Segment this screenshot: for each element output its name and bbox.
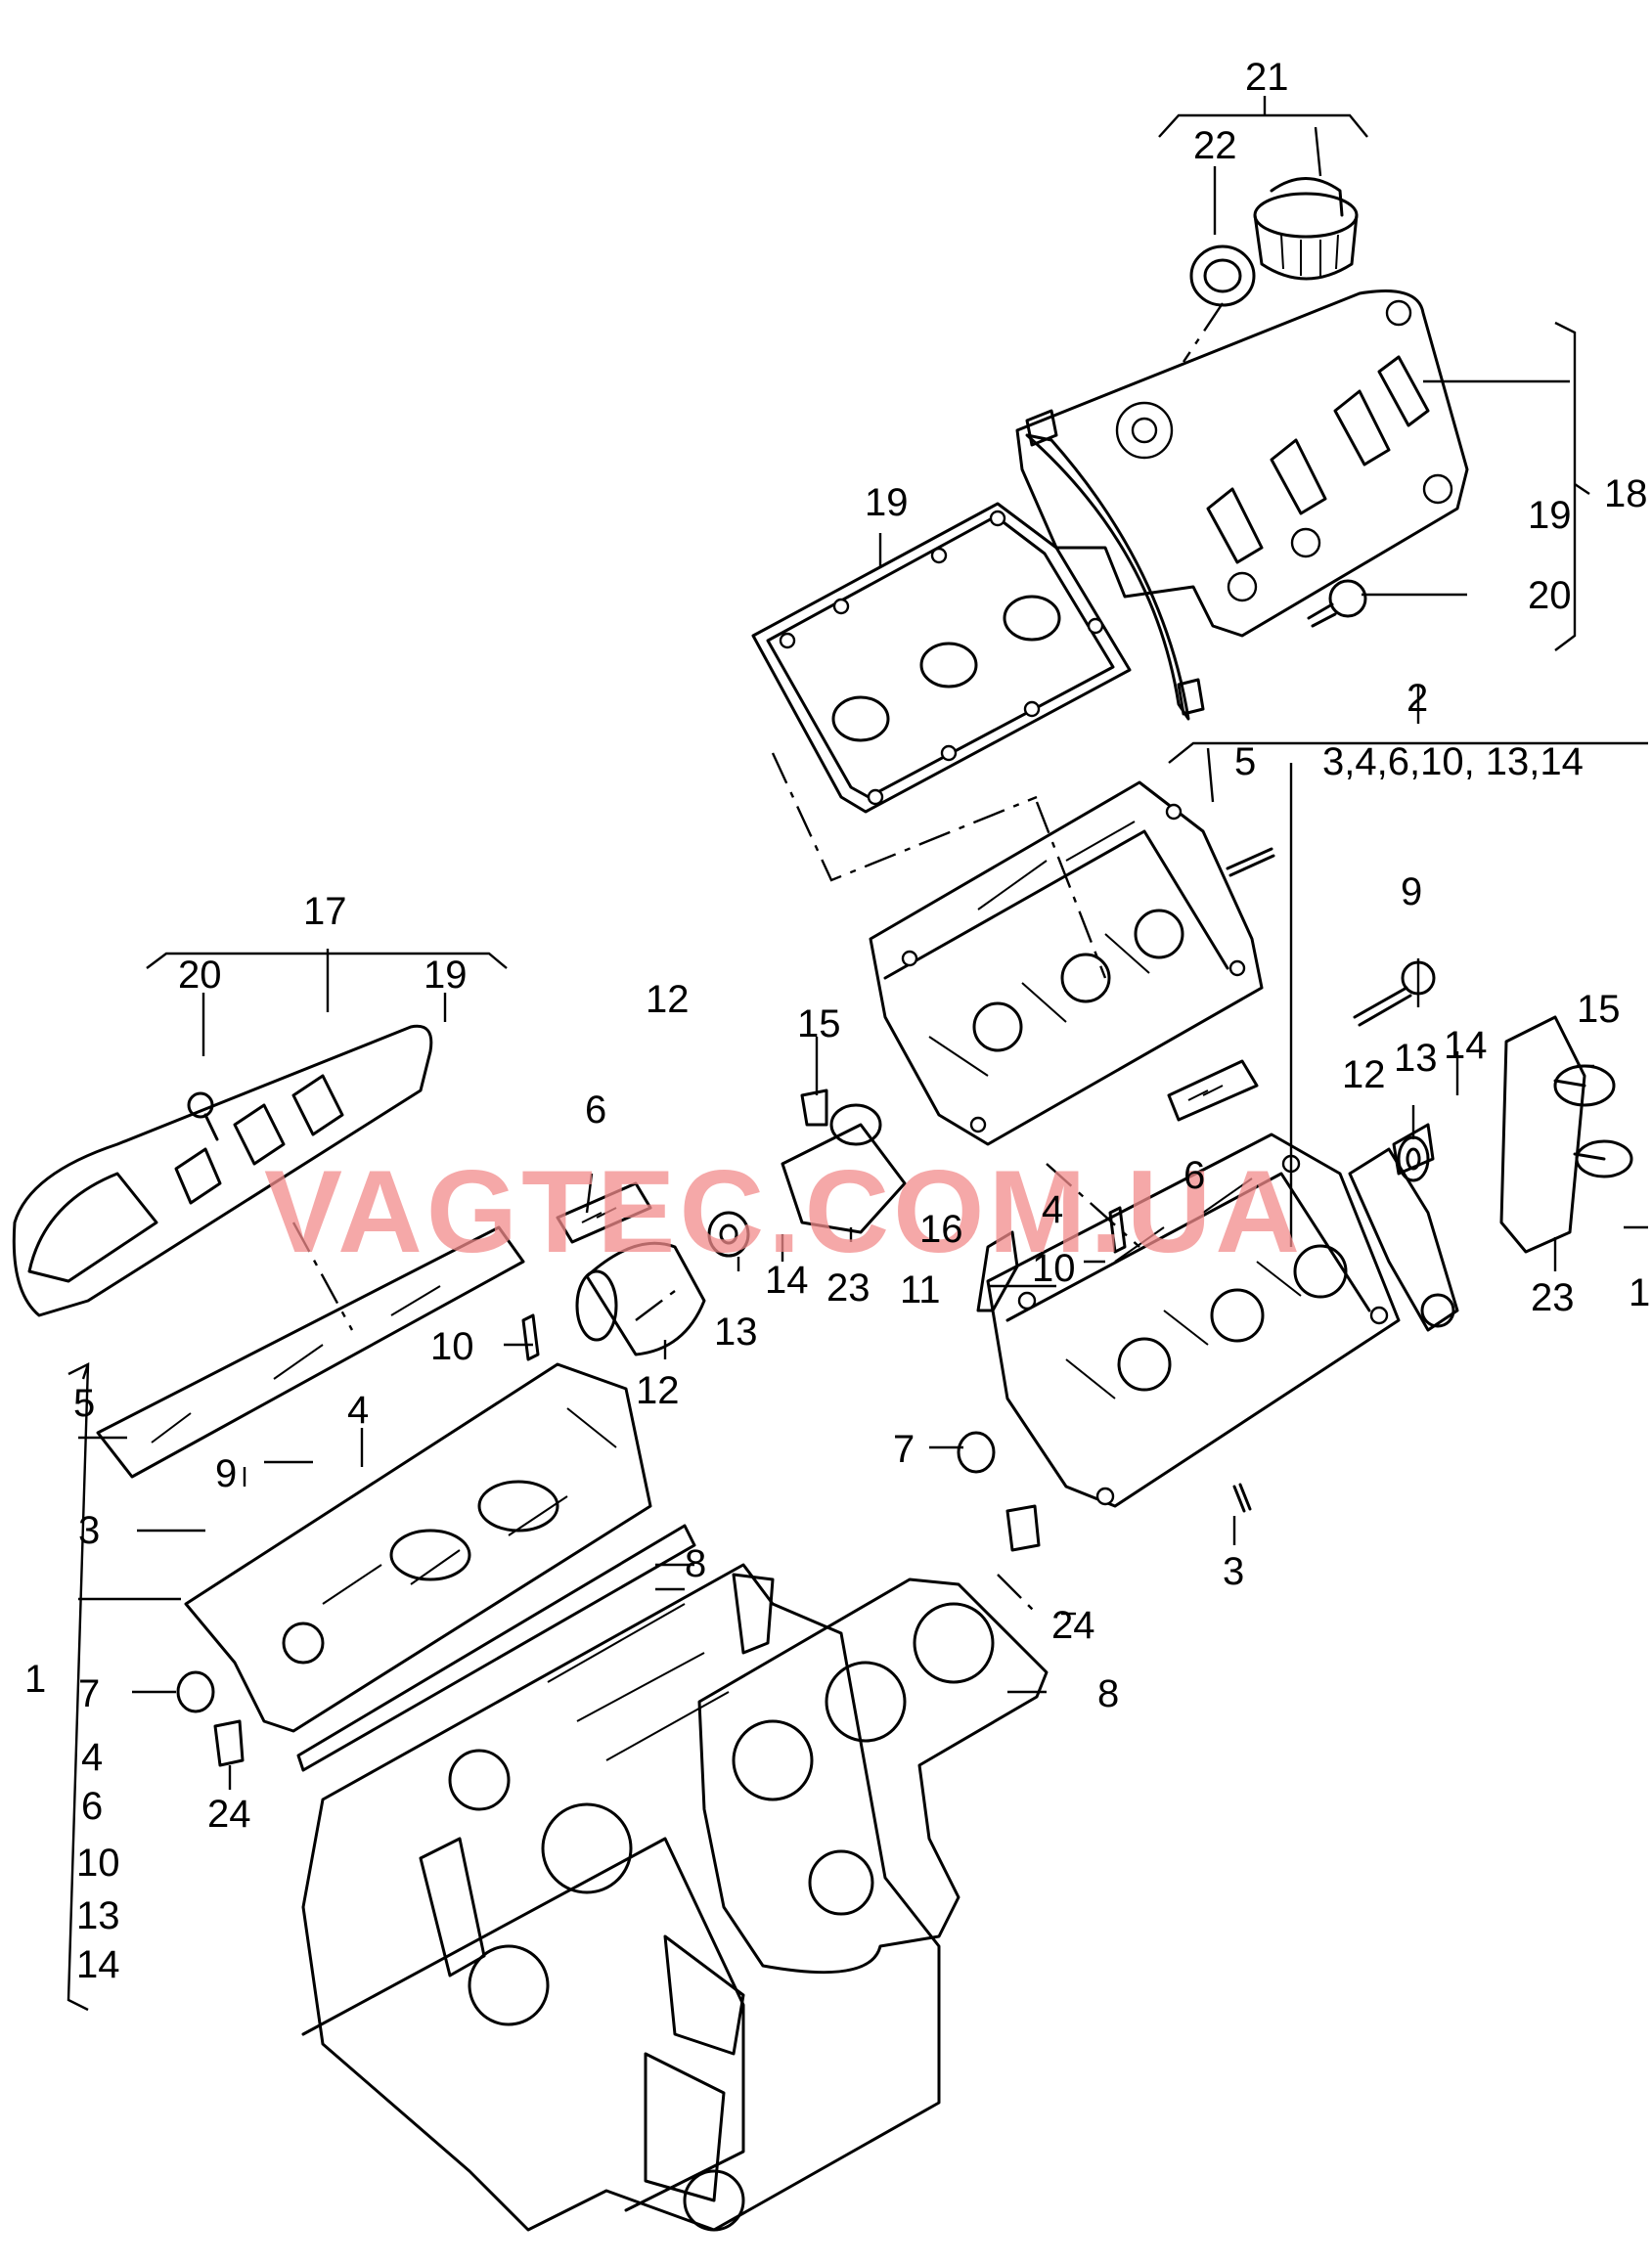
callout-1-item-10: 10 [76, 1842, 120, 1885]
valve-cover-gasket-right [751, 502, 1132, 814]
callout-1-item-13: 13 [76, 1894, 120, 1937]
leader-lines [67, 96, 1648, 2012]
sensor-left [556, 1181, 652, 1244]
cylinder-head-gasket-left [296, 1524, 696, 1772]
callout-4-right: 4 [1042, 1188, 1063, 1231]
callout-19-gasket: 19 [865, 481, 909, 524]
callout-3-left: 3 [78, 1509, 100, 1552]
cylinder-head-left [184, 1362, 652, 1733]
callout-labels: 21 22 18 19 19 20 2 3,4,6,10, 13,14 5 9 … [24, 56, 1652, 1986]
callout-9-right: 9 [1401, 870, 1422, 913]
callout-24-right: 24 [1051, 1604, 1095, 1647]
callout-5-right: 5 [1234, 740, 1256, 783]
callout-18: 18 [1604, 472, 1648, 515]
callout-4-left: 4 [347, 1389, 369, 1432]
plug-10-right [1108, 1206, 1127, 1254]
callout-7-right: 7 [893, 1428, 915, 1471]
callout-1: 1 [24, 1658, 46, 1701]
callout-2: 2 [1406, 677, 1428, 720]
callout-13-right: 13 [1394, 1037, 1438, 1080]
cylinder-head-cover-right [1015, 289, 1469, 721]
callout-8-right: 8 [1097, 1672, 1119, 1715]
callout-15-right: 15 [1577, 988, 1621, 1031]
camshaft-adjuster-left [575, 1241, 706, 1356]
plug-7-right [957, 1431, 996, 1474]
callout-24-left: 24 [207, 1793, 251, 1836]
callout-9-left: 9 [215, 1452, 237, 1495]
dash-dot-lines [291, 302, 1224, 1615]
callout-1-item-4: 4 [81, 1736, 103, 1779]
callout-1-item-6: 6 [81, 1785, 103, 1828]
cover-bolt [1307, 579, 1367, 628]
bracket-11 [976, 1230, 1019, 1312]
callout-23-right: 23 [1531, 1276, 1575, 1319]
stud-3-right [1232, 1483, 1252, 1513]
solenoid-housing-right [1499, 1015, 1633, 1254]
callout-1-item-14: 14 [76, 1943, 120, 1986]
callout-6-left: 6 [585, 1089, 606, 1132]
callout-21: 21 [1245, 56, 1289, 99]
cylinder-head-gasket-right [697, 1577, 1049, 1975]
callout-6-right: 6 [1183, 1154, 1205, 1197]
callout-3-right: 3 [1223, 1550, 1244, 1593]
watermark-text: VAGTEC.COM.UA [264, 1146, 1304, 1277]
cylinder-head-cover-left [12, 1024, 433, 1317]
camshaft-carrier-left [96, 1225, 525, 1479]
callout-7-left: 7 [78, 1672, 100, 1715]
callout-11: 11 [900, 1268, 941, 1311]
callout-12-left: 12 [636, 1369, 680, 1412]
callout-20-left: 20 [178, 954, 222, 997]
callout-2-contents: 3,4,6,10, 13,14 [1322, 740, 1584, 783]
callout-13-left: 13 [714, 1311, 758, 1354]
callout-20-right: 20 [1528, 574, 1572, 617]
callout-17: 17 [303, 890, 347, 933]
callout-5-left: 5 [73, 1382, 95, 1425]
oil-filler-cap [1253, 177, 1359, 281]
callout-16-left: 16 [919, 1208, 963, 1251]
callout-16-right: 16 [1629, 1271, 1652, 1314]
callout-12-left-upper: 12 [646, 978, 690, 1021]
callout-14-right: 14 [1444, 1024, 1488, 1067]
seal-13-left [707, 1211, 750, 1258]
filler-cap-seal [1189, 244, 1256, 307]
plug-10-left [521, 1313, 540, 1361]
plug-7-left [176, 1670, 215, 1713]
solenoid-housing-left [781, 1089, 907, 1234]
callout-19-right: 19 [1528, 494, 1572, 537]
callout-12-right: 12 [1342, 1053, 1386, 1096]
camshaft-carrier-right [869, 780, 1264, 1146]
cylinder-head-right [986, 1133, 1401, 1508]
callout-19-left: 19 [424, 954, 468, 997]
clip-24-left [213, 1719, 245, 1767]
bolt-9-right [1353, 960, 1436, 1027]
sensor-right [1167, 1059, 1259, 1122]
bolt-5-right [1226, 847, 1275, 877]
engine-block [301, 1563, 941, 2232]
clip-24-right [1005, 1504, 1041, 1552]
camshaft-adjuster-seal-right [1397, 1135, 1430, 1182]
callout-15-left: 15 [797, 1002, 841, 1045]
callout-8-left: 8 [685, 1542, 706, 1585]
bracket-right [1392, 1123, 1435, 1176]
left-cover-bolt [187, 1091, 219, 1141]
timing-cover-plate-right [1348, 1147, 1459, 1332]
callout-10-left: 10 [430, 1325, 474, 1368]
callout-23-left: 23 [826, 1266, 871, 1310]
callout-14-left: 14 [765, 1259, 809, 1302]
callout-22: 22 [1193, 124, 1237, 167]
callout-10-right: 10 [1032, 1247, 1076, 1290]
